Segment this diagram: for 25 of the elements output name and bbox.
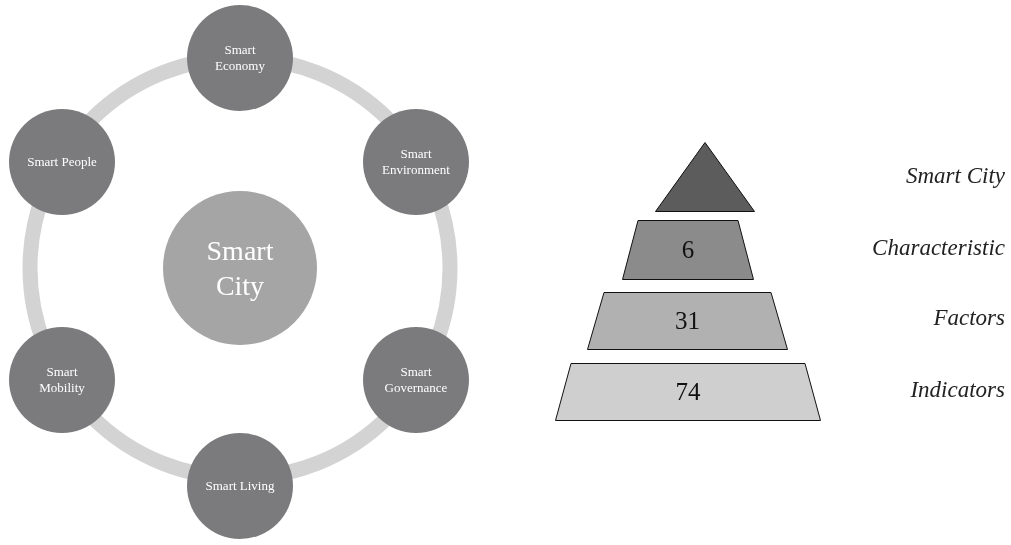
- level-label: Smart City: [905, 163, 1005, 189]
- circle-node: [363, 109, 469, 215]
- node-label: Smart Mobility: [38, 363, 86, 397]
- node-label: Smart Living: [205, 477, 275, 495]
- pyramid-layer: [587, 292, 788, 350]
- level-label: Factors: [933, 305, 1005, 331]
- node-label: Smart People: [27, 153, 97, 171]
- circle-node: [9, 327, 115, 433]
- node-label: Smart City: [205, 234, 275, 303]
- node-label: Smart Economy: [214, 41, 266, 75]
- pyramid-layer: [555, 363, 821, 421]
- node-label: Smart Environment: [381, 145, 451, 179]
- pyramid-layer: [622, 220, 754, 280]
- node-label: Smart Governance: [383, 363, 449, 397]
- triangle-node: [655, 142, 755, 212]
- circle-node: [9, 109, 115, 215]
- circle-node: [363, 327, 469, 433]
- circle-node: [163, 191, 317, 345]
- layer-value: 31: [675, 306, 700, 337]
- level-label: Indicators: [910, 377, 1005, 403]
- layer-value: 74: [675, 377, 701, 408]
- circle-node: [187, 433, 293, 539]
- layer-value: 6: [681, 235, 695, 266]
- circle-node: [187, 5, 293, 111]
- level-label: Characteristic: [872, 235, 1005, 261]
